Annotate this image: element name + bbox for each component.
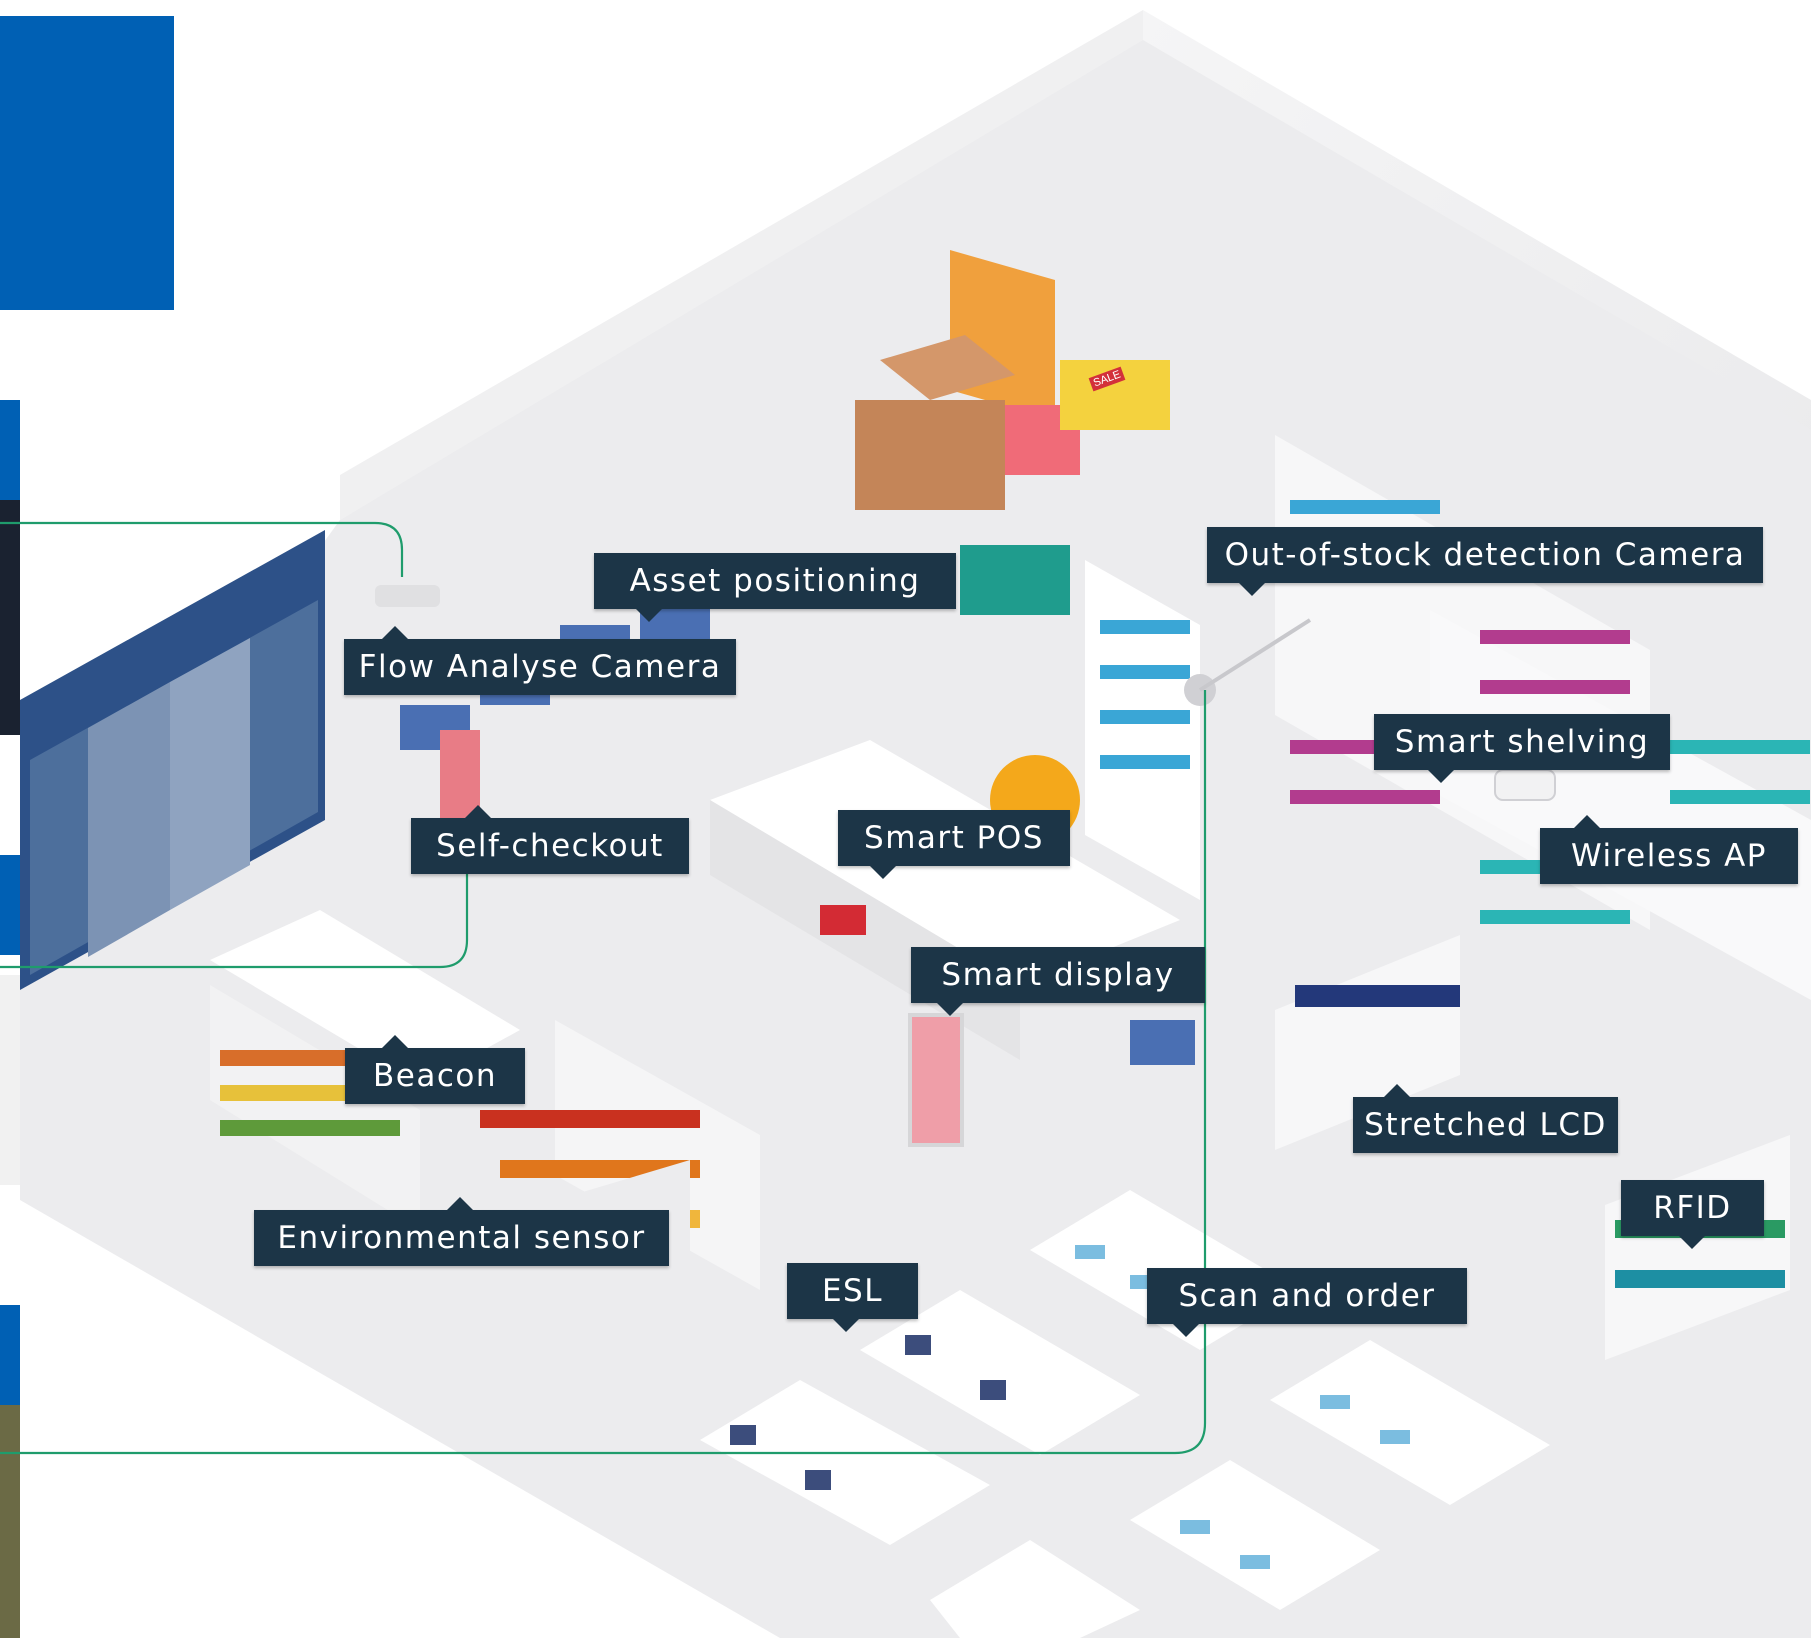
label-esl: ESL (787, 1263, 918, 1332)
label-wireless-ap: Wireless AP (1540, 815, 1798, 884)
photo-thumbnail-strip (0, 1405, 20, 1638)
label-rfid: RFID (1621, 1180, 1764, 1249)
wireless-ap-icon (1494, 769, 1556, 801)
merchandise-display (855, 250, 1170, 615)
blue-side-tab (0, 400, 20, 500)
blue-side-tab (0, 855, 20, 955)
label-smart-shelving: Smart shelving (1374, 714, 1670, 783)
label-smart-pos: Smart POS (838, 810, 1070, 879)
camera-mount (1198, 618, 1312, 692)
label-environmental-sensor: Environmental sensor (254, 1197, 669, 1266)
label-asset-positioning: Asset positioning (594, 553, 956, 622)
dark-thumbnail-strip (0, 500, 20, 735)
blue-side-tab (0, 1305, 20, 1405)
label-out-of-stock-camera: Out-of-stock detection Camera (1207, 527, 1763, 596)
blue-header-block (0, 16, 174, 310)
flow-camera-icon (375, 585, 440, 607)
label-beacon: Beacon (345, 1035, 525, 1104)
back-wall-left (340, 10, 1143, 520)
label-self-checkout: Self-checkout (411, 805, 689, 874)
entrance-glass-light (88, 682, 170, 957)
label-scan-and-order: Scan and order (1147, 1268, 1467, 1337)
light-thumbnail-strip (0, 975, 20, 1185)
label-stretched-lcd: Stretched LCD (1353, 1084, 1618, 1153)
label-smart-display: Smart display (911, 947, 1205, 1016)
smart-display-screen (908, 1013, 964, 1147)
entrance-glass-light (170, 638, 250, 910)
connector-lines (0, 521, 1207, 1455)
label-flow-analyse-camera: Flow Analyse Camera (344, 626, 736, 695)
